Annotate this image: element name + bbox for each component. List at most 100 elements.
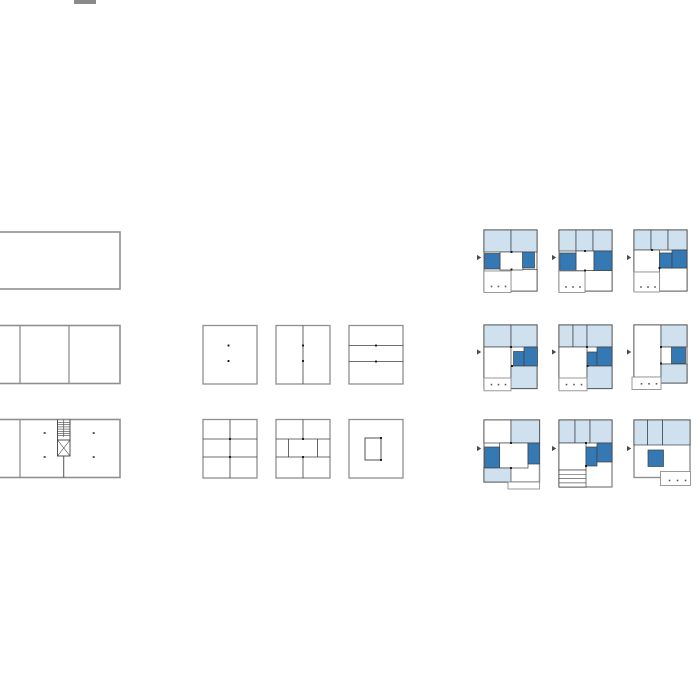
flow-arrow-icon — [627, 349, 632, 355]
room-cell-white — [660, 346, 673, 365]
flow-arrow-icon — [552, 254, 557, 261]
flow-arrow-icon — [552, 349, 557, 355]
terrace-dot — [565, 383, 568, 386]
room-cell-dark — [596, 442, 613, 463]
terrace-cell — [633, 271, 660, 293]
room-cell-light — [483, 467, 512, 483]
module-square-empty — [202, 324, 258, 385]
junction-dot — [651, 249, 653, 251]
marker-dot — [43, 456, 46, 458]
room-cell-white — [499, 442, 529, 469]
room-cell-light — [558, 229, 577, 252]
junction-dot — [586, 365, 589, 367]
room-cell-light — [667, 229, 688, 251]
room-cell-white — [558, 442, 587, 471]
room-cell-light — [647, 419, 663, 446]
module-outline — [348, 324, 404, 385]
layout-variant-b2 — [552, 324, 613, 392]
terrace-dot — [504, 285, 507, 288]
terrace-dot — [490, 285, 493, 288]
terrace-dot — [573, 383, 575, 386]
module-square-core-inset — [348, 418, 404, 479]
room-cell-light — [510, 324, 538, 348]
room-cell-light — [589, 419, 613, 444]
terrace-dot — [580, 383, 583, 386]
junction-dot — [302, 344, 304, 347]
room-cell-dark — [659, 252, 673, 269]
room-cell-dark — [593, 250, 613, 271]
terrace-dot — [640, 383, 643, 385]
junction-dot — [660, 362, 662, 365]
room-cell-white — [510, 269, 538, 292]
room-cell-light — [558, 324, 574, 348]
junction-dot — [584, 250, 586, 252]
room-cell-light — [586, 365, 613, 389]
module-square-vsplit — [275, 324, 331, 385]
junction-dot — [510, 268, 513, 271]
junction-dot — [510, 467, 512, 469]
room-cell-light — [586, 324, 613, 348]
room-cell-light — [510, 419, 540, 444]
terrace-cell — [631, 376, 662, 390]
junction-dot — [227, 360, 230, 362]
room-cell-light — [660, 363, 688, 384]
room-cell-white — [499, 251, 524, 271]
terrace-dot — [497, 285, 500, 288]
module-square-hsplit — [348, 324, 404, 385]
marker-dot — [43, 432, 46, 434]
junction-dot — [302, 456, 304, 458]
flow-arrow-icon — [627, 254, 632, 261]
flow-arrow-icon — [477, 349, 482, 355]
junction-dot — [227, 344, 230, 347]
room-cell-light — [662, 419, 691, 446]
marker-dot — [92, 432, 95, 434]
terrace-dot — [684, 479, 687, 482]
terrace-dot — [640, 286, 642, 288]
core-inset-box — [364, 437, 382, 461]
ui-fragment — [74, 0, 96, 4]
terrace-dot — [647, 286, 649, 288]
terrace-cell — [558, 270, 586, 293]
plan-outline — [0, 231, 121, 290]
floor-plan-blank — [0, 231, 121, 290]
room-cell-white — [633, 249, 660, 273]
room-cell-white — [558, 346, 588, 379]
junction-dot — [302, 360, 304, 362]
terrace-dot — [490, 383, 493, 386]
balcony-cell — [507, 481, 540, 490]
junction-dot — [375, 360, 377, 363]
layout-variant-a2 — [552, 229, 613, 293]
layout-variant-a1 — [477, 229, 538, 293]
room-cell-dark — [484, 446, 501, 469]
junction-dot — [658, 267, 661, 269]
terrace-cell — [483, 270, 512, 293]
terrace-dot — [655, 383, 658, 385]
junction-dot — [510, 251, 513, 253]
junction-dot — [302, 438, 304, 440]
flow-arrow-icon — [552, 445, 557, 452]
junction-dot — [229, 438, 231, 440]
terrace-dot — [668, 479, 671, 482]
room-cell-light — [633, 419, 648, 446]
room-cell-dark — [527, 442, 540, 465]
terrace-cell — [660, 471, 691, 486]
module-square-core-band — [275, 418, 331, 479]
junction-dot — [229, 456, 231, 458]
junction-dot — [375, 344, 377, 347]
layout-variant-c1 — [477, 419, 541, 490]
junction-dot — [586, 346, 588, 348]
junction-dot — [380, 437, 382, 439]
room-cell-light — [660, 324, 688, 348]
room-cell-white — [483, 419, 512, 444]
junction-dot — [510, 442, 512, 444]
room-cell-dark — [484, 253, 501, 270]
layout-variant-c2 — [552, 419, 613, 488]
room-cell-dark — [586, 351, 598, 367]
terrace-dot — [504, 383, 507, 386]
cropped-toolbar-fragment — [74, 0, 96, 4]
room-cell-dark — [671, 346, 686, 364]
terrace-dot — [676, 479, 679, 482]
room-cell-light — [650, 229, 669, 251]
room-cell-dark — [522, 251, 535, 269]
